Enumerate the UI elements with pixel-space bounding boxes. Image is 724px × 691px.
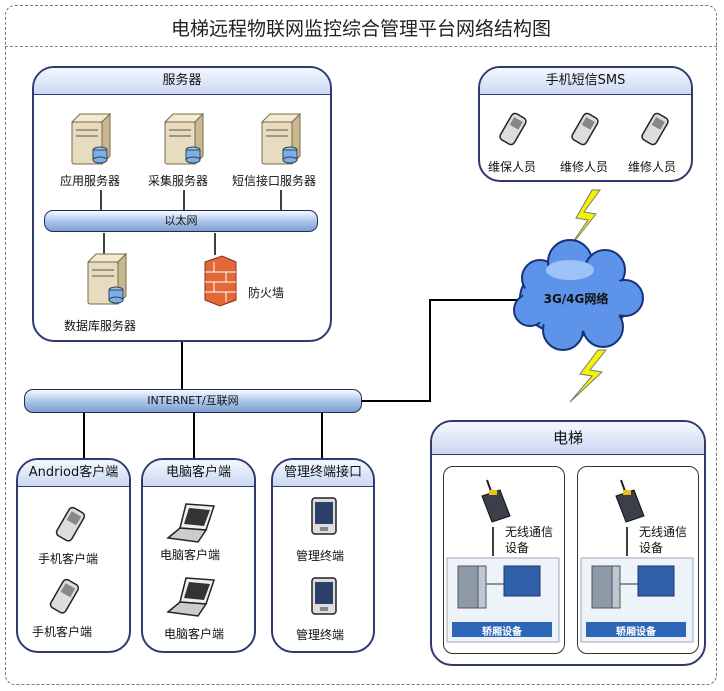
sms-person-3: 维修人员 (628, 160, 677, 174)
terminal-panel: 管理终端接口 (271, 458, 375, 653)
terminal-panel-header: 管理终端接口 (273, 460, 373, 487)
terminal-1-label: 管理终端 (296, 549, 345, 563)
server-panel: 服务器 (32, 66, 332, 342)
laptop-icon (166, 503, 216, 543)
handheld-terminal-icon (311, 497, 337, 535)
collect-server-label: 采集服务器 (148, 174, 209, 188)
car-equipment-2-label: 轿厢设备 (616, 627, 656, 638)
internet-bus: INTERNET/互联网 (24, 389, 362, 413)
cloud-icon (513, 239, 644, 351)
wireless-modem-icon (615, 479, 645, 523)
laptop-icon (166, 577, 216, 617)
pc-client-2: 电脑客户端 (164, 627, 225, 641)
cloud-label: 3G/4G网络 (543, 292, 609, 306)
internet-cloud-link (360, 299, 530, 402)
sms-server-label: 短信接口服务器 (232, 174, 317, 188)
app-server-icon (70, 112, 112, 166)
diagram-title: 电梯远程物联网监控综合管理平台网络结构图 (170, 18, 551, 40)
elevator-panel-header: 电梯 (432, 422, 704, 455)
title-divider (5, 46, 717, 47)
db-server-label: 数据库服务器 (64, 319, 137, 333)
android-client-2: 手机客户端 (32, 625, 93, 639)
car-equipment-icon (580, 557, 694, 643)
wireless-device-1-label: 无线通信设备 (505, 525, 554, 555)
sms-person-2: 维修人员 (560, 160, 609, 174)
car-equipment-1-label: 轿厢设备 (482, 627, 522, 638)
lightning-bolt-icon (569, 349, 608, 403)
terminal-2-label: 管理终端 (296, 628, 345, 642)
pc-panel-header: 电脑客户端 (143, 460, 254, 487)
db-server-icon (86, 252, 128, 306)
android-panel: Andriod客户端 (16, 458, 131, 653)
mobile-phone-icon (55, 506, 86, 542)
ethernet-bus: 以太网 (44, 210, 318, 232)
mobile-phone-icon (571, 112, 599, 146)
pc-panel: 电脑客户端 (141, 458, 256, 653)
wireless-modem-icon (481, 479, 511, 523)
sms-server-icon (260, 112, 302, 166)
app-server-label: 应用服务器 (60, 174, 121, 188)
handheld-terminal-icon (311, 577, 337, 615)
server-panel-header: 服务器 (34, 68, 330, 95)
firewall-label: 防火墙 (248, 286, 285, 300)
wireless-device-2-label: 无线通信设备 (639, 525, 688, 555)
sms-panel-header: 手机短信SMS (480, 68, 691, 95)
pc-client-1: 电脑客户端 (160, 548, 221, 562)
firewall-icon (204, 255, 237, 307)
mobile-phone-icon (49, 578, 80, 614)
lightning-bolt-icon (565, 189, 601, 253)
mobile-phone-icon (641, 112, 669, 146)
car-equipment-icon (446, 557, 560, 643)
android-panel-header: Andriod客户端 (18, 460, 129, 487)
collect-server-icon (163, 112, 205, 166)
diagram-frame (5, 5, 717, 685)
sms-person-1: 维保人员 (488, 160, 537, 174)
android-client-1: 手机客户端 (38, 552, 99, 566)
mobile-phone-icon (499, 112, 527, 146)
